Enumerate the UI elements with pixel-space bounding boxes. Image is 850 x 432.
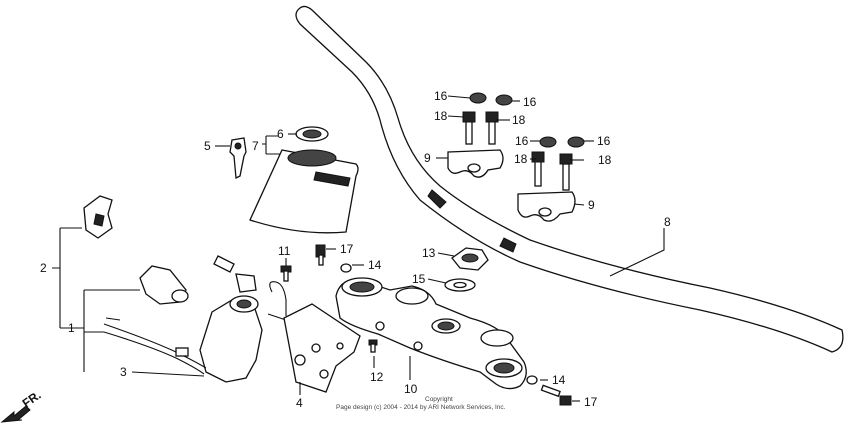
label-4: 4 [296, 396, 303, 410]
label-1: 1 [68, 321, 75, 335]
screw-12 [368, 339, 378, 353]
copyright-footer: Copyright Page design (c) 2004 - 2014 by… [336, 396, 506, 411]
label-16d: 16 [597, 134, 611, 148]
washer-14-lower [526, 375, 538, 385]
copyright-line-1: Copyright [425, 396, 453, 403]
key [229, 137, 247, 180]
label-10: 10 [404, 382, 418, 396]
label-9b: 9 [588, 198, 595, 212]
label-3: 3 [120, 365, 127, 379]
ignition-switch-cover [249, 149, 359, 234]
bolt-17-upper [315, 244, 326, 266]
ignition-switch-small [139, 265, 189, 305]
label-13: 13 [422, 246, 436, 260]
label-14a: 14 [368, 258, 382, 272]
label-16b: 16 [523, 95, 537, 109]
label-16a: 16 [434, 89, 448, 103]
steering-stem-washer [444, 278, 476, 292]
mounting-plate [283, 303, 361, 393]
switch-wires [103, 317, 207, 375]
label-18d: 18 [598, 153, 612, 167]
steering-stem-nut [451, 247, 489, 271]
leader-lines [52, 95, 665, 402]
label-11: 11 [278, 244, 291, 258]
label-16c: 16 [515, 134, 529, 148]
screw-11 [280, 265, 292, 282]
label-14b: 14 [552, 373, 566, 387]
label-18a: 18 [434, 109, 448, 123]
label-15: 15 [412, 272, 426, 286]
ignition-switch-body [199, 255, 263, 383]
fork-top-bridge [335, 277, 527, 390]
washer-14-upper [340, 263, 352, 273]
front-label: FR. [20, 388, 44, 411]
cover-cap [295, 126, 329, 142]
label-17a: 17 [340, 242, 354, 256]
label-7: 7 [252, 139, 259, 153]
front-direction-indicator: FR. [0, 388, 44, 423]
handlebar-holder-upper-b [517, 191, 576, 222]
bolt-caps [469, 92, 585, 148]
callout-labels: 5 7 6 16 16 18 18 9 16 16 18 18 9 8 13 1… [40, 89, 671, 410]
label-6: 6 [277, 127, 284, 141]
label-17b: 17 [584, 395, 598, 409]
switch-bracket [83, 195, 113, 239]
handlebar [295, 5, 844, 353]
copyright-line-2: Page design (c) 2004 - 2014 by ARI Netwo… [336, 404, 506, 411]
label-18b: 18 [512, 113, 526, 127]
label-9a: 9 [424, 151, 431, 165]
label-12: 12 [370, 370, 384, 384]
front-arrow-icon [0, 405, 31, 423]
handlebar-holder-upper-a [447, 149, 504, 178]
bolt-17-lower [540, 384, 572, 406]
label-18c: 18 [514, 152, 528, 166]
label-8: 8 [664, 215, 671, 229]
label-2: 2 [40, 261, 47, 275]
label-5: 5 [204, 139, 211, 153]
holder-bolts [462, 111, 573, 191]
